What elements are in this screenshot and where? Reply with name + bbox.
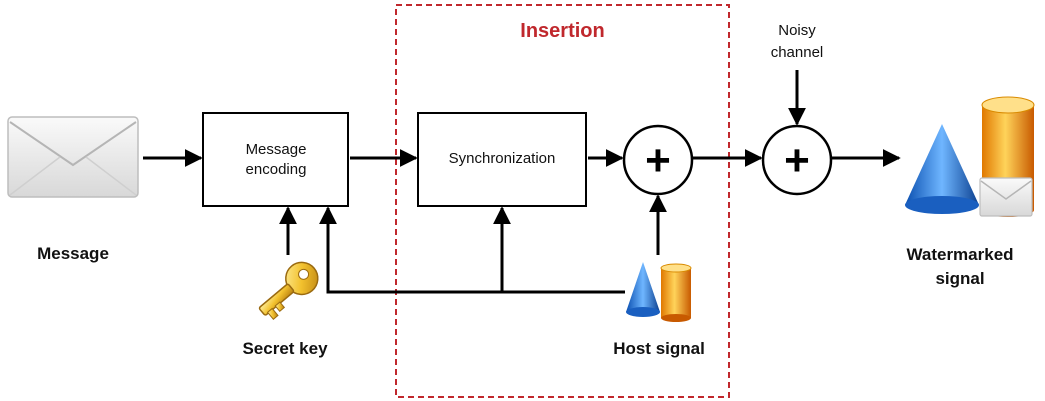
host-signal-label: Host signal [613,339,705,358]
flow-arrows [143,70,901,294]
adder-insertion-symbol: + [645,136,671,185]
message-label: Message [37,244,109,263]
message-encoding-label: Message encoding [245,141,307,178]
cone-cylinder-icon [626,262,692,322]
secret-key-label: Secret key [242,339,328,358]
synchronization-label: Synchronization [448,150,556,167]
arrow-host-to-encoding [319,206,625,294]
message-encoding-block [202,112,349,207]
noisy-channel-label: Noisy channel [770,22,824,61]
adder-insertion: + [622,124,694,196]
synchronization-block [417,112,587,207]
envelope-icon [7,116,139,198]
adder-channel-symbol: + [784,136,810,185]
key-icon [258,261,319,320]
insertion-region [395,4,730,398]
insertion-label: Insertion [520,20,605,42]
watermarked-signal-label: Watermarked signal [906,245,1014,288]
cone-cylinder-envelope-icon [905,96,1035,217]
adder-channel: + [761,124,833,196]
